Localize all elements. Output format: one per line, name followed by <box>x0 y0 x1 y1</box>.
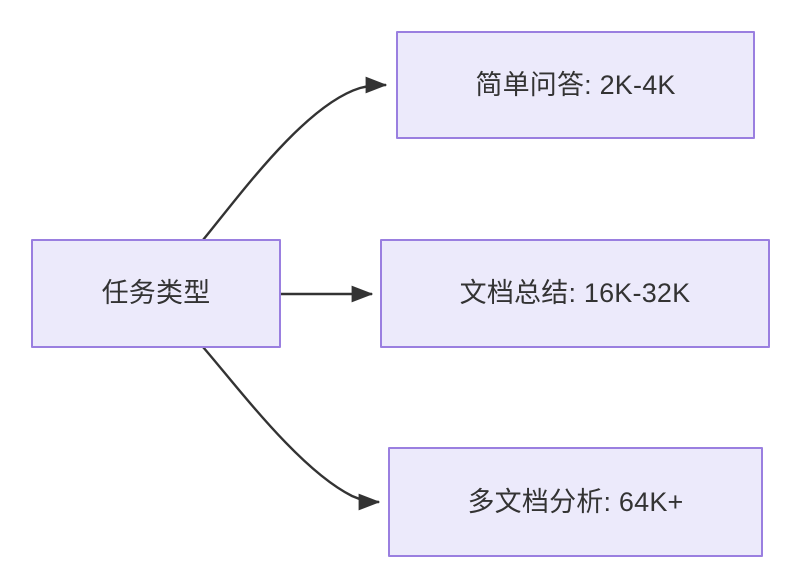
edge-root-to-child-0 <box>202 76 388 241</box>
node-label: 多文档分析: 64K+ <box>467 486 684 517</box>
edge-root-to-child-2 <box>202 346 381 511</box>
node-multi-document-analysis[interactable]: 多文档分析: 64K+ <box>388 447 763 557</box>
node-label: 文档总结: 16K-32K <box>459 278 691 309</box>
node-label: 简单问答: 2K-4K <box>475 69 676 100</box>
node-document-summary[interactable]: 文档总结: 16K-32K <box>380 239 770 348</box>
node-label: 任务类型 <box>101 278 211 309</box>
node-simple-qa[interactable]: 简单问答: 2K-4K <box>396 31 755 139</box>
node-task-type[interactable]: 任务类型 <box>31 239 281 348</box>
